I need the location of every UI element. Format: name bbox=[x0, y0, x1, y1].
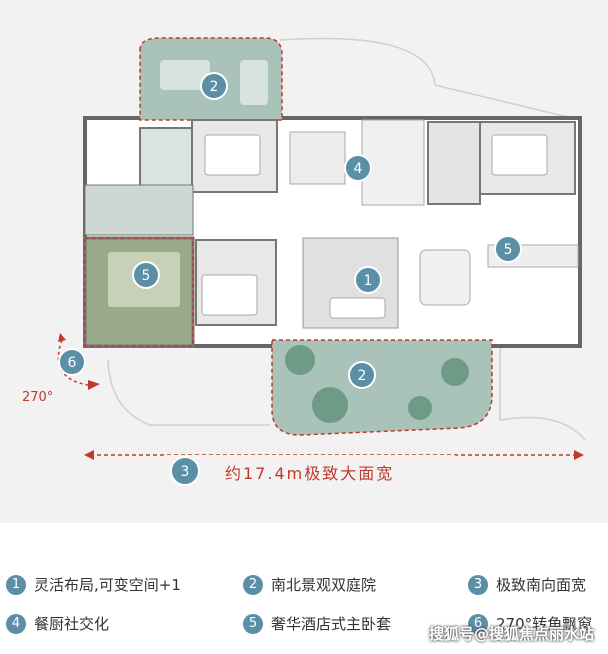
roof-outline bbox=[279, 37, 586, 441]
marker-living-room: 1 bbox=[354, 266, 382, 294]
roof-outline-left bbox=[107, 359, 270, 426]
tree bbox=[441, 358, 469, 386]
tree bbox=[408, 396, 432, 420]
svg-text:5: 5 bbox=[142, 268, 151, 284]
legend-number: 5 bbox=[243, 613, 263, 634]
bed bbox=[204, 134, 261, 176]
width-label: 约17.4m极致大面宽 bbox=[225, 464, 394, 483]
dimension-label-bg bbox=[165, 455, 455, 493]
svg-text:6: 6 bbox=[68, 355, 77, 371]
svg-text:5: 5 bbox=[504, 242, 513, 258]
legend-number: 1 bbox=[6, 574, 26, 595]
legend-item-5: 5 奢华酒店式主卧套 bbox=[243, 613, 391, 634]
master-closet bbox=[84, 184, 194, 236]
dimension-arrow-right bbox=[574, 450, 584, 460]
marker-dining-kitchen: 4 bbox=[344, 154, 372, 182]
legend-item-4: 4 餐厨社交化 bbox=[6, 613, 109, 634]
bedroom-north-left bbox=[191, 119, 278, 193]
arc-arrow-top bbox=[58, 333, 66, 342]
legend-number: 4 bbox=[6, 613, 26, 634]
legend-number: 6 bbox=[468, 613, 488, 634]
svg-text:2: 2 bbox=[358, 368, 367, 384]
kitchen bbox=[361, 119, 425, 206]
tree bbox=[285, 345, 315, 375]
legend-number: 3 bbox=[468, 574, 488, 595]
bed bbox=[491, 134, 548, 176]
legend-text: 270°转角飘窗 bbox=[496, 615, 593, 633]
legend-text: 极致南向面宽 bbox=[496, 576, 587, 594]
svg-text:2: 2 bbox=[210, 79, 219, 95]
legend-number: 2 bbox=[243, 574, 263, 595]
svg-text:3: 3 bbox=[181, 464, 190, 480]
svg-text:4: 4 bbox=[354, 161, 363, 177]
legend-text: 餐厨社交化 bbox=[34, 615, 110, 633]
legend-text: 奢华酒店式主卧套 bbox=[271, 615, 392, 633]
legend-item-1: 1 灵活布局,可变空间+1 bbox=[6, 574, 181, 595]
marker-south-width: 3 bbox=[170, 456, 200, 486]
tree bbox=[312, 387, 348, 423]
floor-plan: 270° 约17.4m极致大面宽 2 4 5 1 5 2 6 3 bbox=[22, 37, 586, 493]
marker-south-garden: 2 bbox=[348, 361, 376, 389]
legend-item-6: 6 270°转角飘窗 bbox=[468, 613, 592, 634]
master-highlight bbox=[84, 237, 194, 347]
svg-text:1: 1 bbox=[364, 273, 373, 289]
arc-arrow-bottom bbox=[88, 380, 100, 390]
lounge-chair bbox=[160, 60, 210, 90]
bathroom-right bbox=[427, 121, 481, 205]
dimension-arrow-left bbox=[84, 450, 94, 460]
legend-text: 南北景观双庭院 bbox=[271, 576, 377, 594]
lounge-area bbox=[419, 249, 471, 306]
legend-text: 灵活布局,可变空间+1 bbox=[34, 576, 181, 594]
watermark: 搜狐号@搜狐焦点丽水站 bbox=[428, 625, 594, 643]
legend: 1 灵活布局,可变空间+1 2 南北景观双庭院 3 极致南向面宽 4 餐厨社交化… bbox=[0, 523, 608, 654]
marker-bay-window: 5 bbox=[494, 235, 522, 263]
legend-item-2: 2 南北景观双庭院 bbox=[243, 574, 376, 595]
garden-seat bbox=[240, 60, 268, 105]
legend-item-3: 3 极致南向面宽 bbox=[468, 574, 586, 595]
rotation-label: 270° bbox=[22, 390, 53, 405]
floor-plan-area: 270° 约17.4m极致大面宽 2 4 5 1 5 2 6 3 bbox=[0, 0, 608, 523]
marker-north-garden: 2 bbox=[200, 72, 228, 100]
marker-master-suite: 5 bbox=[132, 261, 160, 289]
bed bbox=[201, 274, 258, 316]
dining-table bbox=[289, 131, 346, 185]
sofa bbox=[329, 297, 386, 319]
marker-corner-window: 6 bbox=[58, 348, 86, 376]
